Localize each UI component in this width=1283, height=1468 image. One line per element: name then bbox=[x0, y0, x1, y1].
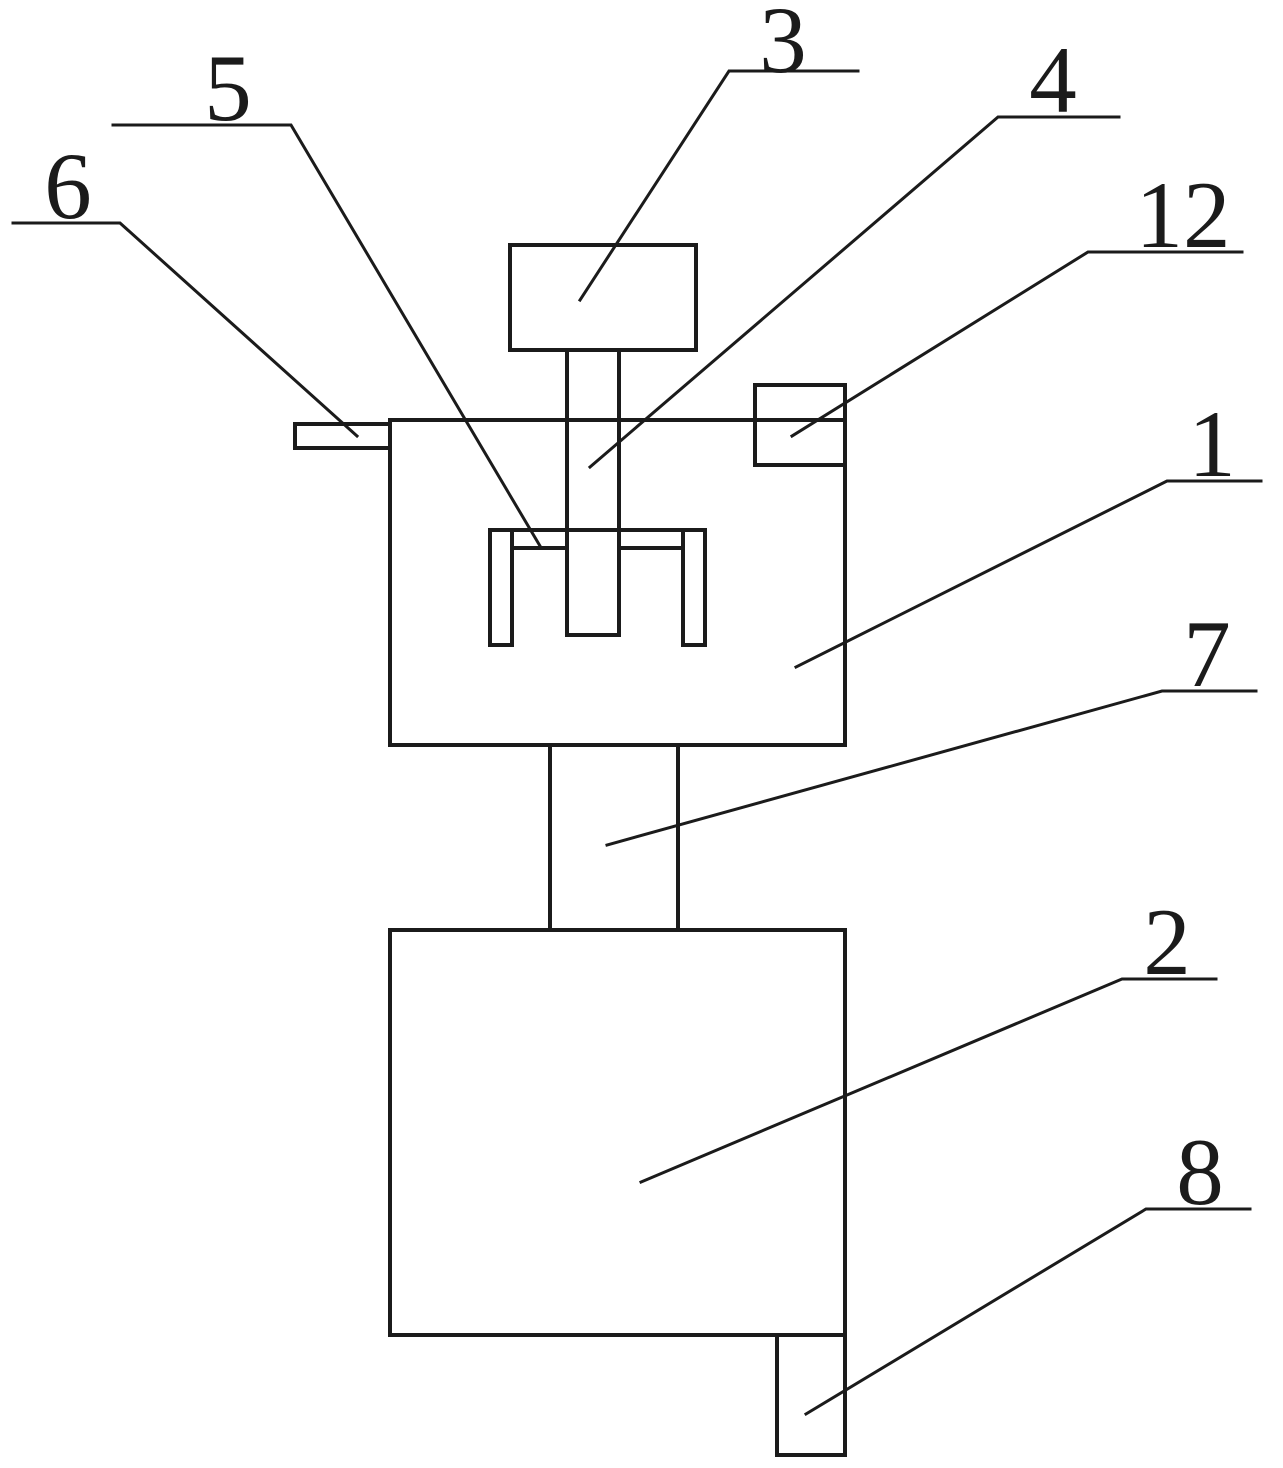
ref-label-4: 4 bbox=[1029, 27, 1077, 133]
ref-label-1: 1 bbox=[1188, 391, 1236, 497]
ref-label-3: 3 bbox=[759, 0, 807, 93]
leader-line-8 bbox=[803, 1207, 1252, 1417]
connecting-shaft bbox=[548, 743, 680, 932]
component-shapes bbox=[293, 243, 847, 1457]
ref-label-5: 5 bbox=[204, 35, 252, 141]
corner-block bbox=[753, 383, 847, 467]
leader-line-2 bbox=[639, 977, 1218, 1184]
ref-label-8: 8 bbox=[1176, 1119, 1224, 1225]
reference-labels: 3 5 6 4 12 1 7 2 8 bbox=[44, 0, 1236, 1225]
ref-label-6: 6 bbox=[44, 133, 92, 239]
ref-label-2: 2 bbox=[1143, 889, 1191, 995]
leader-line-1 bbox=[793, 479, 1263, 670]
leader-line-12 bbox=[789, 250, 1244, 439]
clamp-bracket-left-leg bbox=[488, 528, 514, 647]
upper-housing bbox=[388, 418, 847, 747]
leader-line-7 bbox=[605, 689, 1258, 847]
leader-line-3 bbox=[577, 69, 860, 303]
left-tab bbox=[293, 422, 392, 450]
ref-label-7: 7 bbox=[1183, 601, 1231, 707]
ref-label-12: 12 bbox=[1136, 162, 1231, 268]
clamp-bracket-bar bbox=[488, 528, 707, 550]
lower-housing bbox=[388, 928, 847, 1337]
top-block-shaft bbox=[565, 348, 621, 637]
top-block bbox=[508, 243, 698, 352]
leader-line-5 bbox=[111, 123, 543, 549]
leader-lines bbox=[11, 69, 1263, 1417]
leader-line-6 bbox=[11, 221, 360, 439]
clamp-bracket-right-leg bbox=[681, 528, 707, 647]
leader-line-4 bbox=[587, 115, 1121, 470]
bottom-outlet bbox=[775, 1333, 847, 1457]
